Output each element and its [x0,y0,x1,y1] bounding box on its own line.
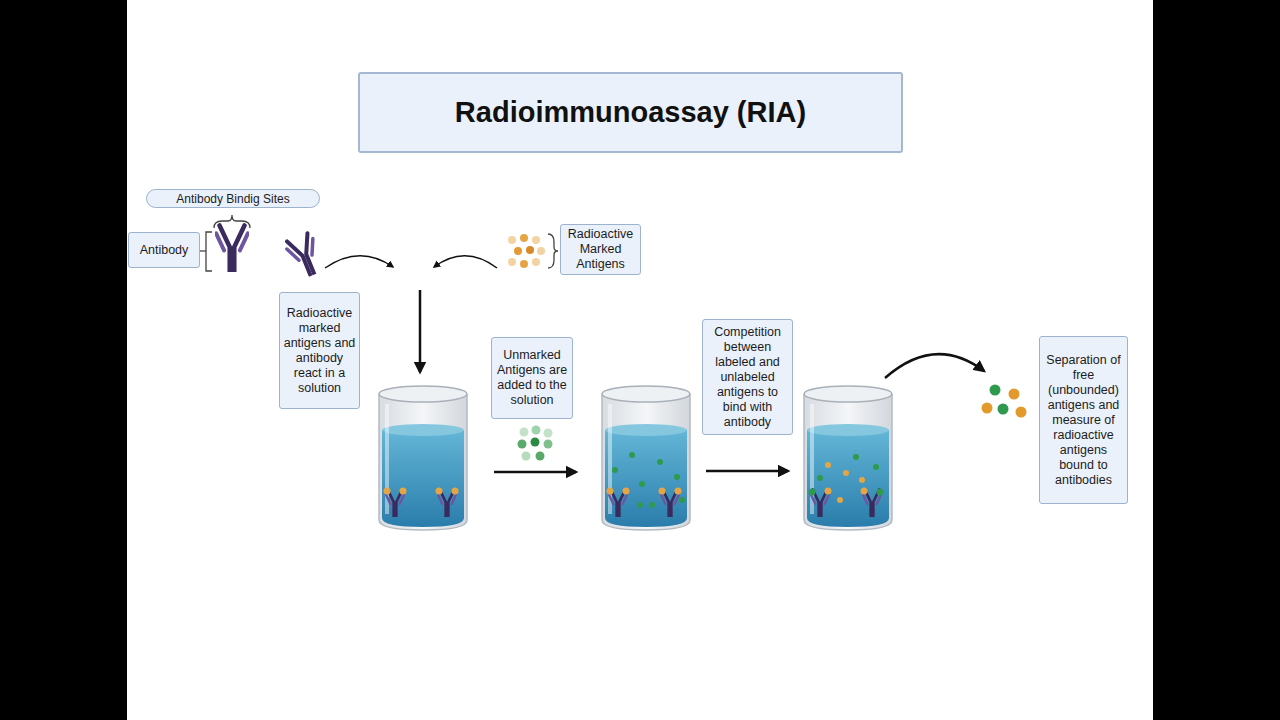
beaker-contents [607,452,686,517]
process-arrow [419,290,422,372]
beaker-contents [612,467,618,473]
beaker-contents [853,454,859,460]
beaker-contents [657,459,663,465]
beaker [804,386,892,530]
antibody-icon [216,225,325,280]
radioactive-antigens [508,234,545,268]
unmarked-antigens [531,438,540,447]
radioactive-antigens [537,247,545,255]
beaker-contents [825,462,831,468]
separated-antigens [998,404,1009,415]
beaker [379,386,467,530]
unmarked-antigens [522,452,531,461]
process-arrow [434,256,497,268]
separated-antigens [982,385,1027,418]
beaker-contents [809,489,816,496]
label-box: Antibody [128,232,200,268]
antibody-icon [216,225,248,271]
beaker-contents [629,452,635,458]
beaker-contents [674,474,680,480]
title-text: Radioimmunoassay (RIA) [455,96,806,129]
beaker-contents [623,488,630,495]
beaker-contents [817,475,823,481]
beaker-contents [400,488,407,495]
unmarked-antigens [544,440,553,449]
unmarked-antigens [518,426,553,461]
bracket [200,215,558,271]
radioactive-antigens [532,236,540,244]
step-box: Unmarked Antigens are added to the solut… [491,337,573,419]
node-text: Separation of free (unbounded) antigens … [1043,353,1124,488]
node-text: Unmarked Antigens are added to the solut… [495,348,569,408]
process-arrow [706,470,788,473]
beaker-contents [452,488,459,495]
bracket [200,250,206,251]
antibody-icon [284,232,325,281]
separated-antigens [1009,389,1020,400]
separated-antigens [982,403,993,414]
step-box: Competition between labeled and unlabele… [702,319,793,435]
separated-antigens [990,385,1001,396]
beaker-contents [877,489,884,496]
beaker-contents [384,488,459,517]
beaker-contents [859,477,865,483]
beaker-contents [659,488,666,495]
radioactive-antigens [508,236,516,244]
step-box: Separation of free (unbounded) antigens … [1039,336,1128,504]
node-text: Radioactive Marked Antigens [564,227,637,272]
unmarked-antigens [536,452,545,461]
radioactive-antigens [520,234,528,242]
process-arrow [885,354,984,378]
beaker [602,386,690,530]
step-box: Radioactive marked antigens and antibody… [279,292,360,409]
beaker [379,386,892,530]
bracket [548,234,558,268]
label-box: Radioactive Marked Antigens [560,224,641,275]
beaker-contents [679,497,685,503]
unmarked-antigens [544,429,553,438]
process-arrow [494,471,576,474]
bracket [206,232,212,271]
beaker-contents [837,497,843,503]
radioactive-antigens [532,258,540,266]
beaker-contents [384,488,391,495]
radioactive-antigens [508,258,516,266]
unmarked-antigens [532,426,541,435]
node-text: Antibody Bindig Sites [176,192,289,206]
beaker-contents [825,488,832,495]
separated-antigens [1016,407,1027,418]
radioactive-antigens [514,247,522,255]
beaker-contents [637,502,643,508]
beaker-contents [639,481,645,487]
process-arrow [325,256,393,268]
radioactive-antigens [526,246,534,254]
beaker-contents [809,454,884,517]
unmarked-antigens [520,428,529,437]
title-box: Radioimmunoassay (RIA) [358,72,903,153]
beaker-contents [861,488,868,495]
beaker-contents [675,488,682,495]
bracket [214,215,250,228]
beaker-contents [649,502,655,508]
antibody-icon [284,232,325,281]
beaker-contents [607,488,614,495]
beaker-contents [873,464,879,470]
unmarked-antigens [518,440,527,449]
node-text: Antibody [140,243,189,258]
label-pill: Antibody Bindig Sites [146,189,320,208]
node-text: Radioactive marked antigens and antibody… [283,306,356,396]
radioactive-antigens [520,260,528,268]
beaker-contents [843,470,849,476]
node-text: Competition between labeled and unlabele… [706,325,789,430]
beaker-contents [436,488,443,495]
